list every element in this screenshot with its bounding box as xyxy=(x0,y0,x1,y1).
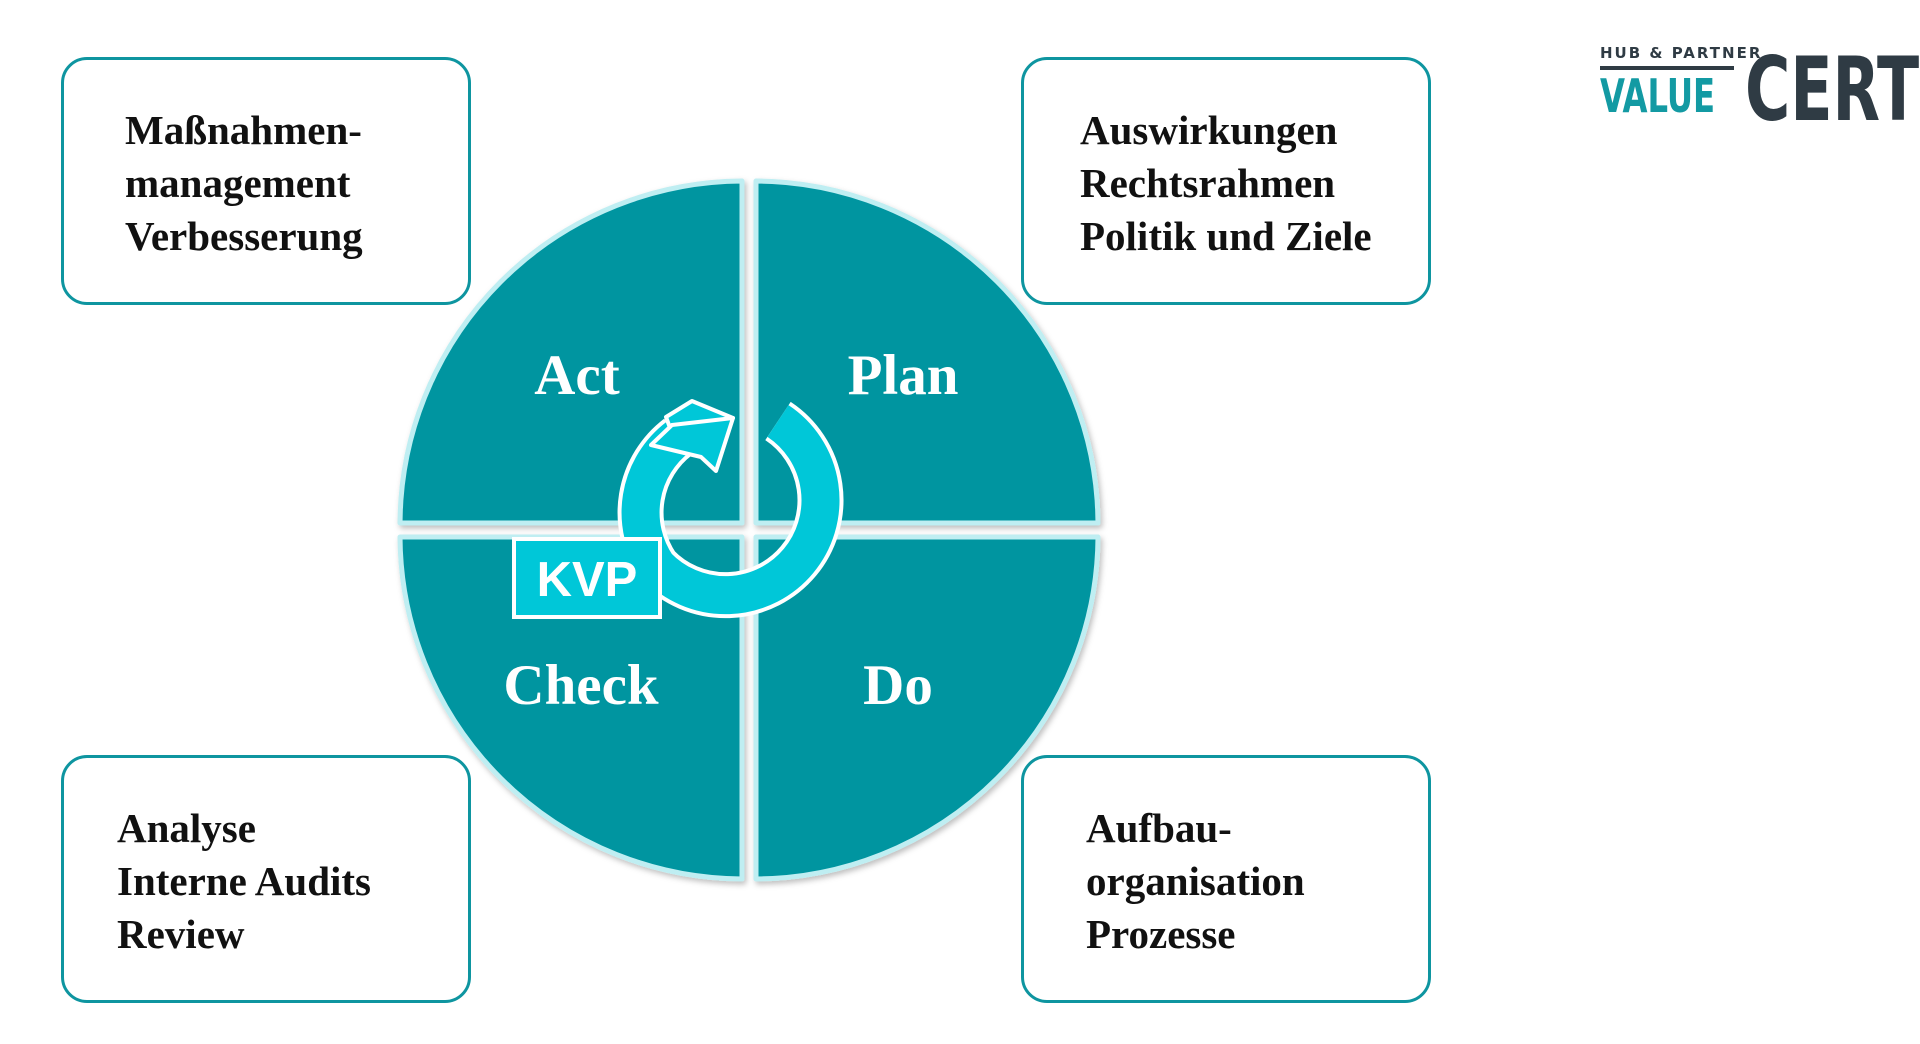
quadrant-plan xyxy=(753,178,1101,526)
logo-value: VALUE xyxy=(1600,69,1716,123)
box-plan-context: Auswirkungen Rechtsrahmen Politik und Zi… xyxy=(1021,57,1431,305)
quadrant-check xyxy=(397,534,745,882)
quadrant-do xyxy=(753,534,1101,882)
kvp-cycle-arrow-icon xyxy=(617,399,844,619)
box-line: Prozesse xyxy=(1086,911,1236,957)
box-line: management xyxy=(125,160,351,206)
box-line: Maßnahmen- xyxy=(125,107,362,153)
box-check-text: Analyse Interne Audits Review xyxy=(117,802,371,961)
box-line: Auswirkungen xyxy=(1080,107,1338,153)
box-check-analysis: Analyse Interne Audits Review xyxy=(61,755,471,1003)
quadrant-plan-label: Plan xyxy=(848,344,959,407)
box-line: Verbesserung xyxy=(125,213,363,259)
logo-rule xyxy=(1600,66,1734,70)
kvp-label: KVP xyxy=(537,553,638,607)
box-plan-text: Auswirkungen Rechtsrahmen Politik und Zi… xyxy=(1080,104,1372,263)
box-do-organisation: Aufbau- organisation Prozesse xyxy=(1021,755,1431,1003)
box-line: Analyse xyxy=(117,805,256,851)
box-line: organisation xyxy=(1086,858,1305,904)
quadrant-do-label: Do xyxy=(863,654,933,717)
quadrant-check-label: Check xyxy=(503,654,658,717)
logo-cert: CERT xyxy=(1745,38,1920,141)
box-line: Politik und Ziele xyxy=(1080,213,1372,259)
box-do-text: Aufbau- organisation Prozesse xyxy=(1086,802,1305,961)
logo-hub-partner: HUB & PARTNER xyxy=(1600,44,1763,62)
box-act-text: Maßnahmen- management Verbesserung xyxy=(125,104,363,263)
box-act-measures: Maßnahmen- management Verbesserung xyxy=(61,57,471,305)
box-line: Aufbau- xyxy=(1086,805,1232,851)
valuecert-logo: HUB & PARTNER VALUE CERT xyxy=(1600,42,1919,138)
quadrant-act-label: Act xyxy=(534,344,619,407)
box-line: Review xyxy=(117,911,245,957)
kvp-badge xyxy=(512,537,662,619)
box-line: Interne Audits xyxy=(117,858,372,904)
box-line: Rechtsrahmen xyxy=(1080,160,1336,206)
